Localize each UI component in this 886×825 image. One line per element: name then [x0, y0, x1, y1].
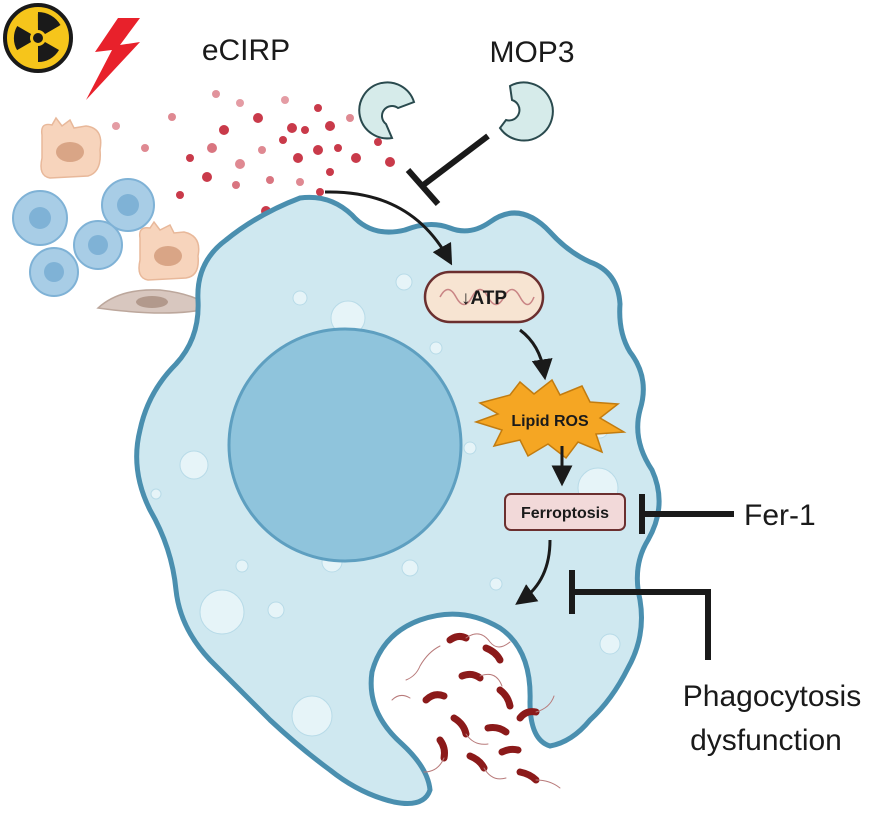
mop3-molecule-2 — [498, 81, 554, 142]
bacteria — [391, 632, 561, 789]
arrow-mito-to-ros — [519, 328, 553, 381]
mop3-label: MOP3 — [489, 36, 574, 69]
phagocytosis-label-line2: dysfunction — [690, 724, 842, 757]
arrow-ferroptosis-to-phagosome — [515, 539, 552, 605]
lipid-ros-label: Lipid ROS — [511, 413, 589, 430]
ecirp-label: eCIRP — [202, 34, 290, 67]
vesicles — [150, 273, 621, 737]
nucleus — [227, 327, 463, 563]
background-cells — [12, 116, 214, 314]
phagocytosis-label-line1: Phagocytosis — [683, 680, 861, 713]
ferroptosis-box — [504, 493, 626, 531]
atp-label: ↓ATP — [461, 288, 507, 309]
inhibitor-fer1 — [639, 494, 734, 534]
ecirp-particles — [112, 90, 395, 216]
mop3-molecule-1 — [358, 81, 416, 140]
radiation-icon — [3, 3, 73, 73]
lipid-ros-burst — [473, 378, 627, 460]
fer1-label: Fer-1 — [744, 499, 816, 532]
lightning-icon — [86, 18, 140, 100]
inhibitor-phagocytosis — [569, 570, 711, 660]
inhibitor-mop3 — [405, 133, 490, 206]
ferroptosis-label: Ferroptosis — [521, 505, 609, 522]
arrow-ecirp-to-mito — [324, 190, 453, 266]
mitochondrion — [423, 270, 545, 324]
